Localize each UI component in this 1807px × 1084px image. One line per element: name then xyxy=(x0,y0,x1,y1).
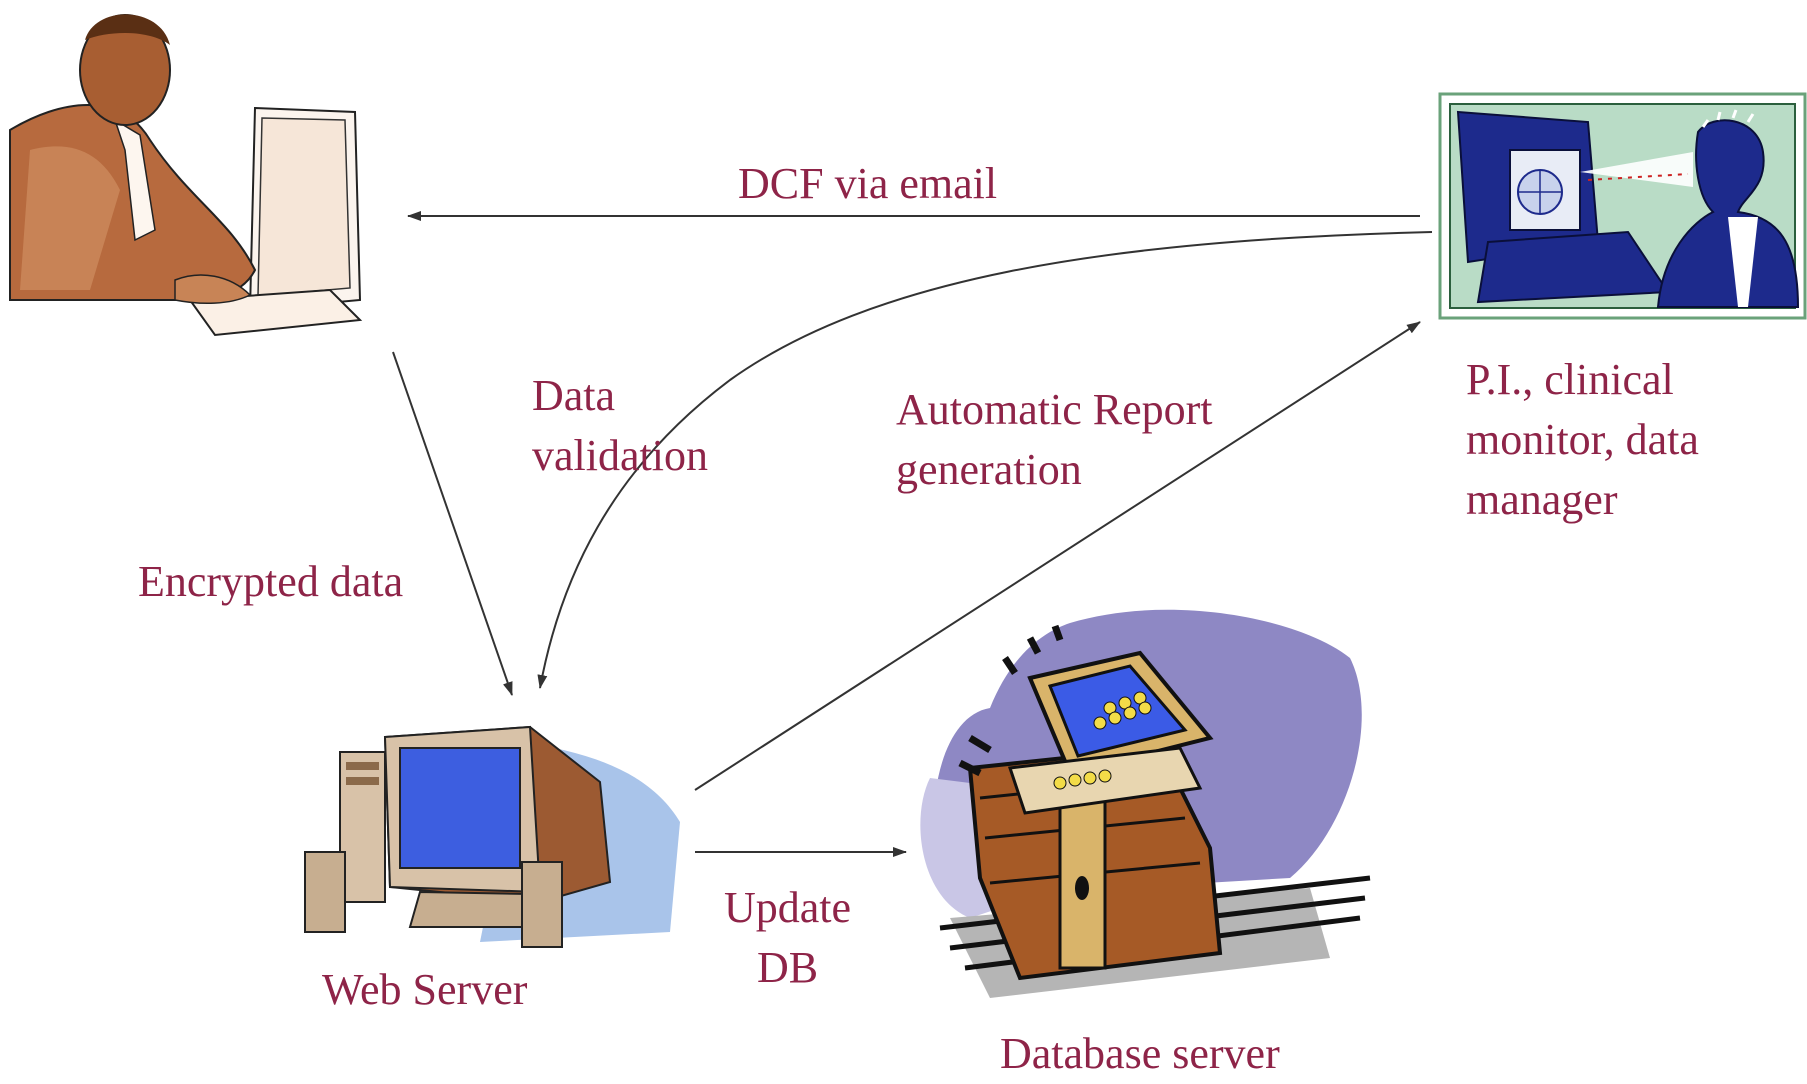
desktop-computer-icon xyxy=(304,725,680,948)
treasure-chest-laptop-icon xyxy=(920,609,1371,998)
label-line: Automatic Report xyxy=(896,385,1213,434)
label-update-db: Update DB xyxy=(724,878,851,998)
label-automatic-report-generation: Automatic Report generation xyxy=(896,380,1213,500)
label-encrypted-data: Encrypted data xyxy=(138,557,404,606)
label-line: monitor, data xyxy=(1466,415,1699,464)
label-line: DB xyxy=(756,943,819,992)
label-database-server: Database server xyxy=(1000,1029,1280,1078)
label-web-server: Web Server xyxy=(322,965,528,1014)
label-pi-roles: P.I., clinical monitor, data manager xyxy=(1466,350,1699,530)
label-line: validation xyxy=(532,431,708,480)
label-line: P.I., clinical xyxy=(1466,355,1674,404)
label-dcf-via-email: DCF via email xyxy=(738,159,998,208)
label-line: generation xyxy=(896,445,1082,494)
arrow-data-validation xyxy=(537,231,1433,689)
arrow-encrypted-data xyxy=(392,351,513,696)
person-at-computer-icon xyxy=(9,14,363,337)
label-line: manager xyxy=(1466,475,1618,524)
label-line: Update xyxy=(724,883,852,932)
label-data-validation: Data validation xyxy=(532,366,708,486)
arrow-automatic-report xyxy=(694,321,1421,791)
person-viewing-monitor-icon xyxy=(1438,92,1807,320)
label-line: Data xyxy=(532,371,616,420)
